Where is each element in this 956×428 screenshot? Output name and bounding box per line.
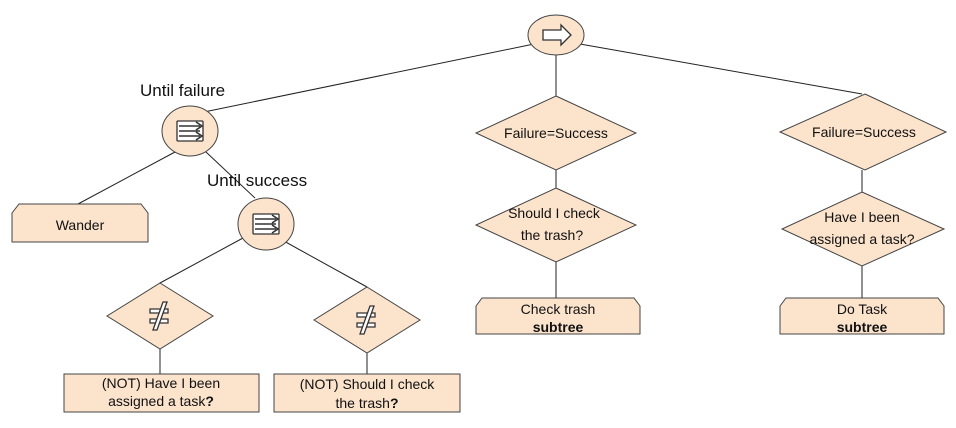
cond2-line1: (NOT) Should I check xyxy=(300,376,436,392)
check-trash-line2: subtree xyxy=(533,319,584,335)
inverter-node-1[interactable] xyxy=(106,282,214,350)
mid-failure-success-decorator[interactable]: Failure=Success xyxy=(474,95,638,171)
not-check-trash-text: (NOT) Should I check xyxy=(300,376,436,392)
not-equal-icon xyxy=(356,305,376,335)
mid-condition-line2: the trash? xyxy=(521,227,583,243)
not-assigned-task-condition[interactable]: (NOT) Have I been assigned a task? xyxy=(63,373,260,413)
right-failure-success-decorator[interactable]: Failure=Success xyxy=(778,93,948,171)
do-task-line1: Do Task xyxy=(837,301,888,317)
not-assigned-task-text-2: assigned a task? xyxy=(108,393,214,409)
until-success-label: Until success xyxy=(207,171,307,190)
until-failure-repeater-node[interactable] xyxy=(161,105,219,157)
not-assigned-task-text: (NOT) Have I been xyxy=(102,375,220,391)
not-check-trash-text-2: the trash? xyxy=(335,395,398,411)
do-task-line2: subtree xyxy=(837,319,888,335)
edge-success-inverter1 xyxy=(159,237,244,284)
cond2-mark: ? xyxy=(390,395,399,411)
check-trash-subtree-action[interactable]: Check trash subtree xyxy=(475,297,641,335)
right-decorator-label: Failure=Success xyxy=(812,124,916,140)
right-condition-line2: assigned a task? xyxy=(809,231,914,247)
cond1-mark: ? xyxy=(205,393,214,409)
root-sequence-node[interactable] xyxy=(527,14,585,56)
right-condition-line1: Have I been xyxy=(824,209,900,225)
cond1-line2: assigned a task xyxy=(108,393,206,409)
edge-root-right xyxy=(579,43,863,95)
inverter-node-2[interactable] xyxy=(313,286,421,354)
until-success-repeater-node[interactable] xyxy=(237,197,295,251)
until-failure-label: Until failure xyxy=(140,81,225,100)
edge-root-until-failure xyxy=(203,43,535,113)
repeat-arrows-icon xyxy=(176,120,204,142)
not-check-trash-condition[interactable]: (NOT) Should I check the trash? xyxy=(273,373,461,413)
wander-label: Wander xyxy=(56,217,105,233)
not-equal-icon xyxy=(149,301,169,331)
cond2-line2: the trash xyxy=(335,395,389,411)
cond1-line1: (NOT) Have I been xyxy=(102,375,220,391)
edge-success-inverter2 xyxy=(281,239,368,288)
mid-condition-line1: Should I check xyxy=(508,205,601,221)
have-i-been-assigned-condition[interactable]: Have I been assigned a task? xyxy=(780,191,946,267)
mid-decorator-label: Failure=Success xyxy=(504,125,608,141)
should-check-trash-condition[interactable]: Should I check the trash? xyxy=(474,187,638,263)
edge-failure-wander xyxy=(77,151,176,205)
do-task-subtree-action[interactable]: Do Task subtree xyxy=(779,297,945,335)
wander-action-node[interactable]: Wander xyxy=(11,203,149,243)
edge-failure-success xyxy=(205,151,256,199)
repeat-arrows-icon xyxy=(252,213,280,235)
sequence-arrow-icon xyxy=(542,23,572,47)
edges xyxy=(77,43,863,374)
check-trash-line1: Check trash xyxy=(521,301,596,317)
